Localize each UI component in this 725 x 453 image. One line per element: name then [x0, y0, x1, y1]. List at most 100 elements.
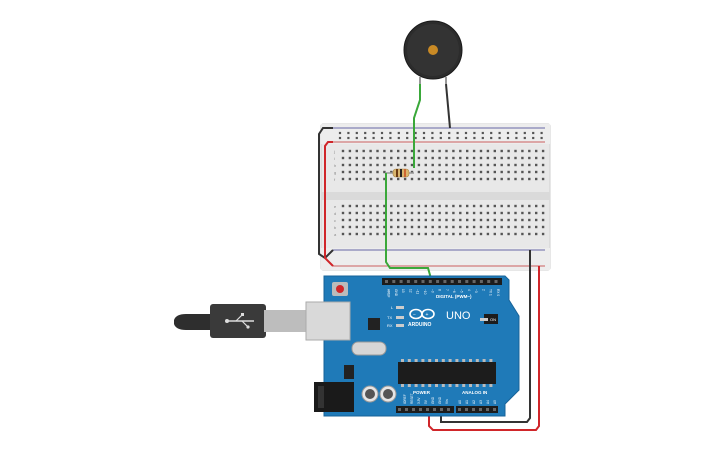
- breadboard-hole[interactable]: [424, 149, 427, 153]
- breadboard-hole[interactable]: [500, 225, 503, 229]
- breadboard-hole[interactable]: [528, 163, 531, 167]
- breadboard-hole[interactable]: [541, 163, 545, 167]
- rail-hole[interactable]: [473, 136, 476, 140]
- breadboard-hole[interactable]: [466, 149, 469, 153]
- breadboard-hole[interactable]: [466, 211, 469, 215]
- breadboard-hole[interactable]: [341, 156, 345, 160]
- breadboard-hole[interactable]: [410, 163, 414, 167]
- breadboard-hole[interactable]: [424, 218, 427, 222]
- breadboard-hole[interactable]: [403, 204, 407, 208]
- breadboard-hole[interactable]: [486, 177, 490, 181]
- breadboard-hole[interactable]: [410, 225, 414, 229]
- breadboard-hole[interactable]: [383, 218, 386, 222]
- breadboard-hole[interactable]: [438, 218, 441, 222]
- breadboard-hole[interactable]: [383, 170, 386, 174]
- breadboard-hole[interactable]: [479, 156, 483, 160]
- breadboard-hole[interactable]: [521, 225, 524, 229]
- breadboard-hole[interactable]: [390, 170, 393, 174]
- rail-hole[interactable]: [481, 136, 484, 140]
- breadboard-hole[interactable]: [535, 177, 538, 181]
- breadboard-hole[interactable]: [376, 211, 379, 215]
- power-header[interactable]: [396, 406, 454, 413]
- rail-hole[interactable]: [515, 131, 518, 135]
- rail-hole[interactable]: [347, 131, 350, 135]
- breadboard-hole[interactable]: [479, 149, 483, 153]
- breadboard-hole[interactable]: [514, 149, 517, 153]
- breadboard-hole[interactable]: [452, 218, 455, 222]
- breadboard-hole[interactable]: [348, 149, 352, 153]
- breadboard-hole[interactable]: [514, 211, 517, 215]
- header-pin[interactable]: [493, 408, 496, 411]
- header-pin[interactable]: [440, 408, 443, 411]
- header-pin[interactable]: [486, 408, 489, 411]
- breadboard-hole[interactable]: [445, 211, 448, 215]
- breadboard-hole[interactable]: [431, 232, 434, 236]
- wire-rail-ground-jumper[interactable]: [318, 127, 334, 260]
- breadboard-hole[interactable]: [390, 163, 393, 167]
- breadboard-hole[interactable]: [466, 163, 469, 167]
- rail-hole[interactable]: [414, 136, 417, 140]
- breadboard-hole[interactable]: [445, 170, 448, 174]
- breadboard-hole[interactable]: [472, 218, 476, 222]
- breadboard-hole[interactable]: [541, 211, 545, 215]
- breadboard-hole[interactable]: [500, 156, 503, 160]
- breadboard-hole[interactable]: [521, 163, 524, 167]
- breadboard-hole[interactable]: [431, 204, 434, 208]
- breadboard-hole[interactable]: [493, 177, 496, 181]
- breadboard-hole[interactable]: [452, 170, 455, 174]
- breadboard-hole[interactable]: [500, 149, 503, 153]
- breadboard-hole[interactable]: [521, 211, 524, 215]
- header-pin[interactable]: [479, 408, 482, 411]
- rail-hole[interactable]: [380, 131, 384, 135]
- header-pin[interactable]: [487, 280, 491, 283]
- breadboard-hole[interactable]: [341, 204, 345, 208]
- breadboard-hole[interactable]: [445, 232, 448, 236]
- breadboard-hole[interactable]: [417, 149, 421, 153]
- breadboard-hole[interactable]: [541, 232, 545, 236]
- breadboard-hole[interactable]: [390, 211, 393, 215]
- breadboard-hole[interactable]: [403, 163, 407, 167]
- rail-hole[interactable]: [338, 131, 342, 135]
- rail-hole[interactable]: [498, 136, 501, 140]
- breadboard-hole[interactable]: [493, 204, 496, 208]
- breadboard-hole[interactable]: [410, 156, 414, 160]
- breadboard-hole[interactable]: [417, 225, 421, 229]
- breadboard-hole[interactable]: [431, 149, 434, 153]
- breadboard-hole[interactable]: [521, 149, 524, 153]
- breadboard-hole[interactable]: [507, 225, 510, 229]
- breadboard-hole[interactable]: [479, 211, 483, 215]
- breadboard-hole[interactable]: [479, 232, 483, 236]
- breadboard-hole[interactable]: [376, 218, 379, 222]
- breadboard-hole[interactable]: [466, 177, 469, 181]
- breadboard-hole[interactable]: [383, 149, 386, 153]
- breadboard-hole[interactable]: [493, 218, 496, 222]
- breadboard-hole[interactable]: [390, 177, 393, 181]
- breadboard-hole[interactable]: [403, 211, 407, 215]
- breadboard-hole[interactable]: [362, 177, 365, 181]
- breadboard-hole[interactable]: [431, 177, 434, 181]
- breadboard-hole[interactable]: [507, 149, 510, 153]
- breadboard-hole[interactable]: [445, 204, 448, 208]
- breadboard-hole[interactable]: [348, 232, 352, 236]
- breadboard-hole[interactable]: [507, 170, 510, 174]
- breadboard-hole[interactable]: [528, 232, 531, 236]
- rail-hole[interactable]: [431, 131, 434, 135]
- breadboard-hole[interactable]: [445, 149, 448, 153]
- analog-header[interactable]: [456, 406, 498, 413]
- breadboard-hole[interactable]: [493, 149, 496, 153]
- breadboard-hole[interactable]: [383, 204, 386, 208]
- breadboard-hole[interactable]: [369, 149, 372, 153]
- breadboard-hole[interactable]: [431, 170, 434, 174]
- breadboard-hole[interactable]: [466, 204, 469, 208]
- rail-hole[interactable]: [523, 131, 526, 135]
- breadboard-hole[interactable]: [431, 218, 434, 222]
- breadboard-hole[interactable]: [459, 211, 462, 215]
- rail-hole[interactable]: [481, 131, 484, 135]
- breadboard-hole[interactable]: [403, 156, 407, 160]
- breadboard-hole[interactable]: [341, 232, 345, 236]
- breadboard-hole[interactable]: [348, 204, 352, 208]
- breadboard-hole[interactable]: [507, 218, 510, 222]
- breadboard-hole[interactable]: [417, 218, 421, 222]
- rail-hole[interactable]: [338, 136, 342, 140]
